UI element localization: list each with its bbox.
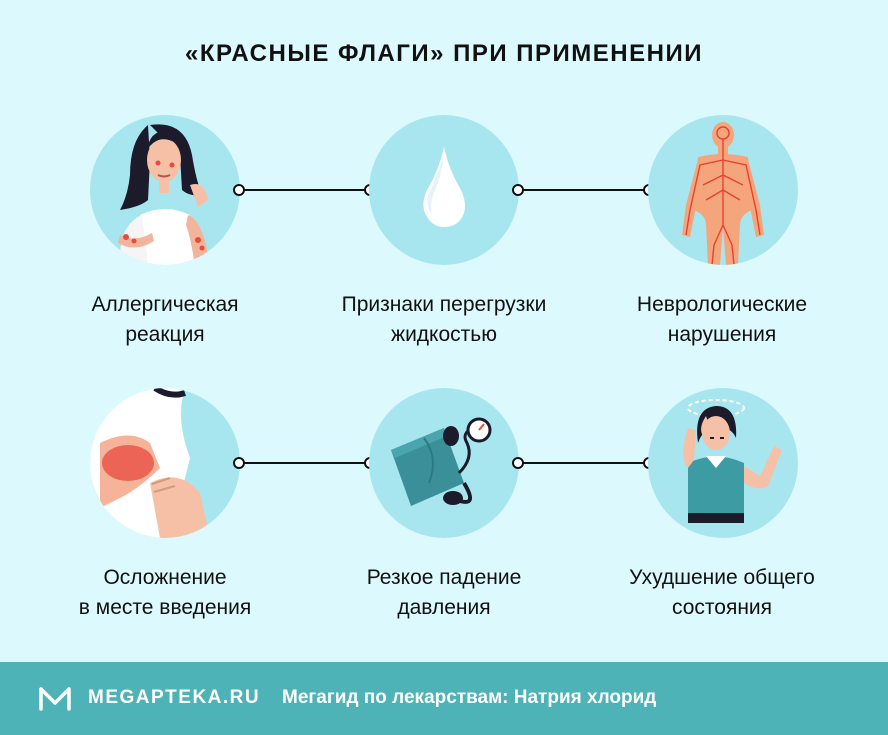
item-label-line1: Неврологические	[636, 293, 808, 316]
item-label: Осложнение в месте введения	[35, 563, 295, 623]
item-label: Признаки перегрузки жидкостью	[314, 290, 574, 350]
item-label: Неврологические нарушения	[592, 290, 852, 350]
item-label-line2: жидкостью	[391, 323, 497, 346]
brand-name[interactable]: MEGAPTEKA.RU	[88, 687, 261, 708]
injection-site-icon	[90, 388, 240, 538]
item-label-line1: Аллергическая	[91, 293, 239, 316]
item-label: Резкое падение давления	[314, 563, 574, 623]
dizzy-woman-icon	[648, 388, 798, 538]
item-label-line2: давления	[397, 596, 491, 619]
footer-bar: MEGAPTEKA.RU Мегагид по лекарствам: Натр…	[0, 662, 888, 735]
footer-tagline: Мегагид по лекарствам: Натрия хлорид	[282, 687, 657, 708]
item-label: Аллергическая реакция	[35, 290, 295, 350]
item-label-line1: Признаки перегрузки	[341, 293, 547, 316]
connector	[512, 184, 655, 196]
nervous-system-icon	[648, 115, 798, 265]
connector	[233, 184, 376, 196]
item-label-line1: Резкое падение	[366, 566, 522, 589]
item-label-line1: Ухудшение общего	[629, 566, 815, 589]
item-label-line2: реакция	[125, 323, 205, 346]
megapteka-logo-icon	[39, 687, 71, 711]
item-label-line2: нарушения	[667, 323, 777, 346]
item-label-line2: в месте введения	[78, 596, 252, 619]
connector	[512, 457, 655, 469]
blood-pressure-monitor-icon	[369, 388, 519, 538]
water-drop-icon	[369, 115, 519, 265]
allergic-woman-icon	[90, 115, 240, 265]
item-label-line1: Осложнение	[103, 566, 227, 589]
item-label: Ухудшение общего состояния	[592, 563, 852, 623]
item-label-line2: состояния	[671, 596, 773, 619]
page-title: «КРАСНЫЕ ФЛАГИ» ПРИ ПРИМЕНЕНИИ	[185, 40, 703, 67]
connector	[233, 457, 376, 469]
